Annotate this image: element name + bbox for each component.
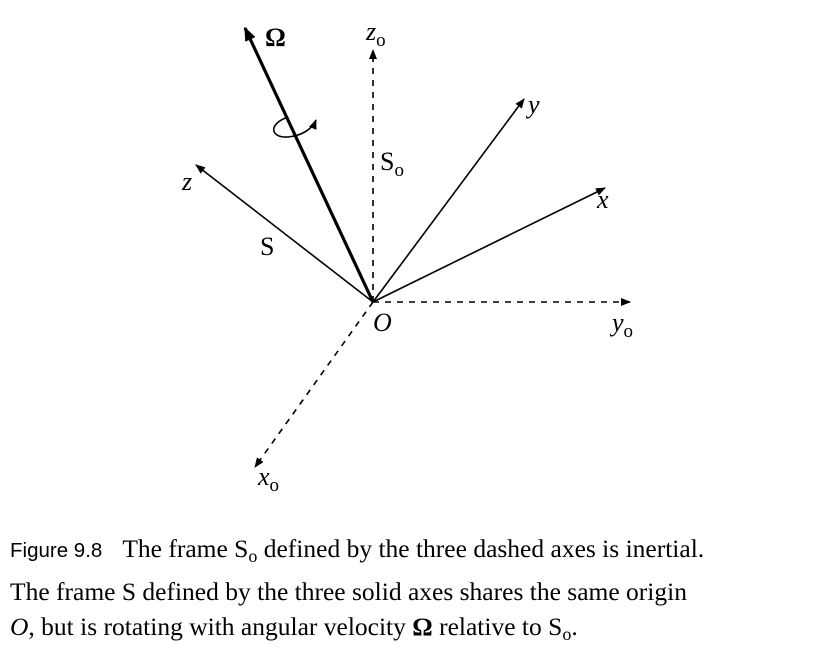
x0-label: xo (257, 462, 279, 496)
figure-number: Figure 9.8 (10, 539, 103, 562)
z-axis (195, 164, 374, 303)
origin-label: O (373, 308, 392, 337)
rotation-arrow-icon (272, 116, 317, 138)
x-axis (372, 187, 606, 303)
rotating-frame-label: S (260, 232, 274, 261)
z-label: z (181, 167, 192, 196)
omega-label: Ω (265, 23, 286, 52)
rotating-frame-diagram: Ω zo So y x z S O yo xo (181, 17, 633, 496)
y-label: y (525, 90, 540, 119)
caption-line-3: O, but is rotating with angular velocity… (10, 612, 578, 644)
y0-label: yo (609, 308, 633, 342)
inertial-frame-symbol: S (234, 534, 249, 563)
y-axis (372, 98, 525, 303)
x-label: x (596, 185, 609, 214)
omega-vector (243, 26, 375, 303)
caption-line-2: The frame S defined by the three solid a… (10, 577, 687, 606)
x0-axis (254, 301, 374, 468)
inertial-frame-label: So (380, 147, 404, 181)
z0-label: zo (365, 17, 386, 51)
